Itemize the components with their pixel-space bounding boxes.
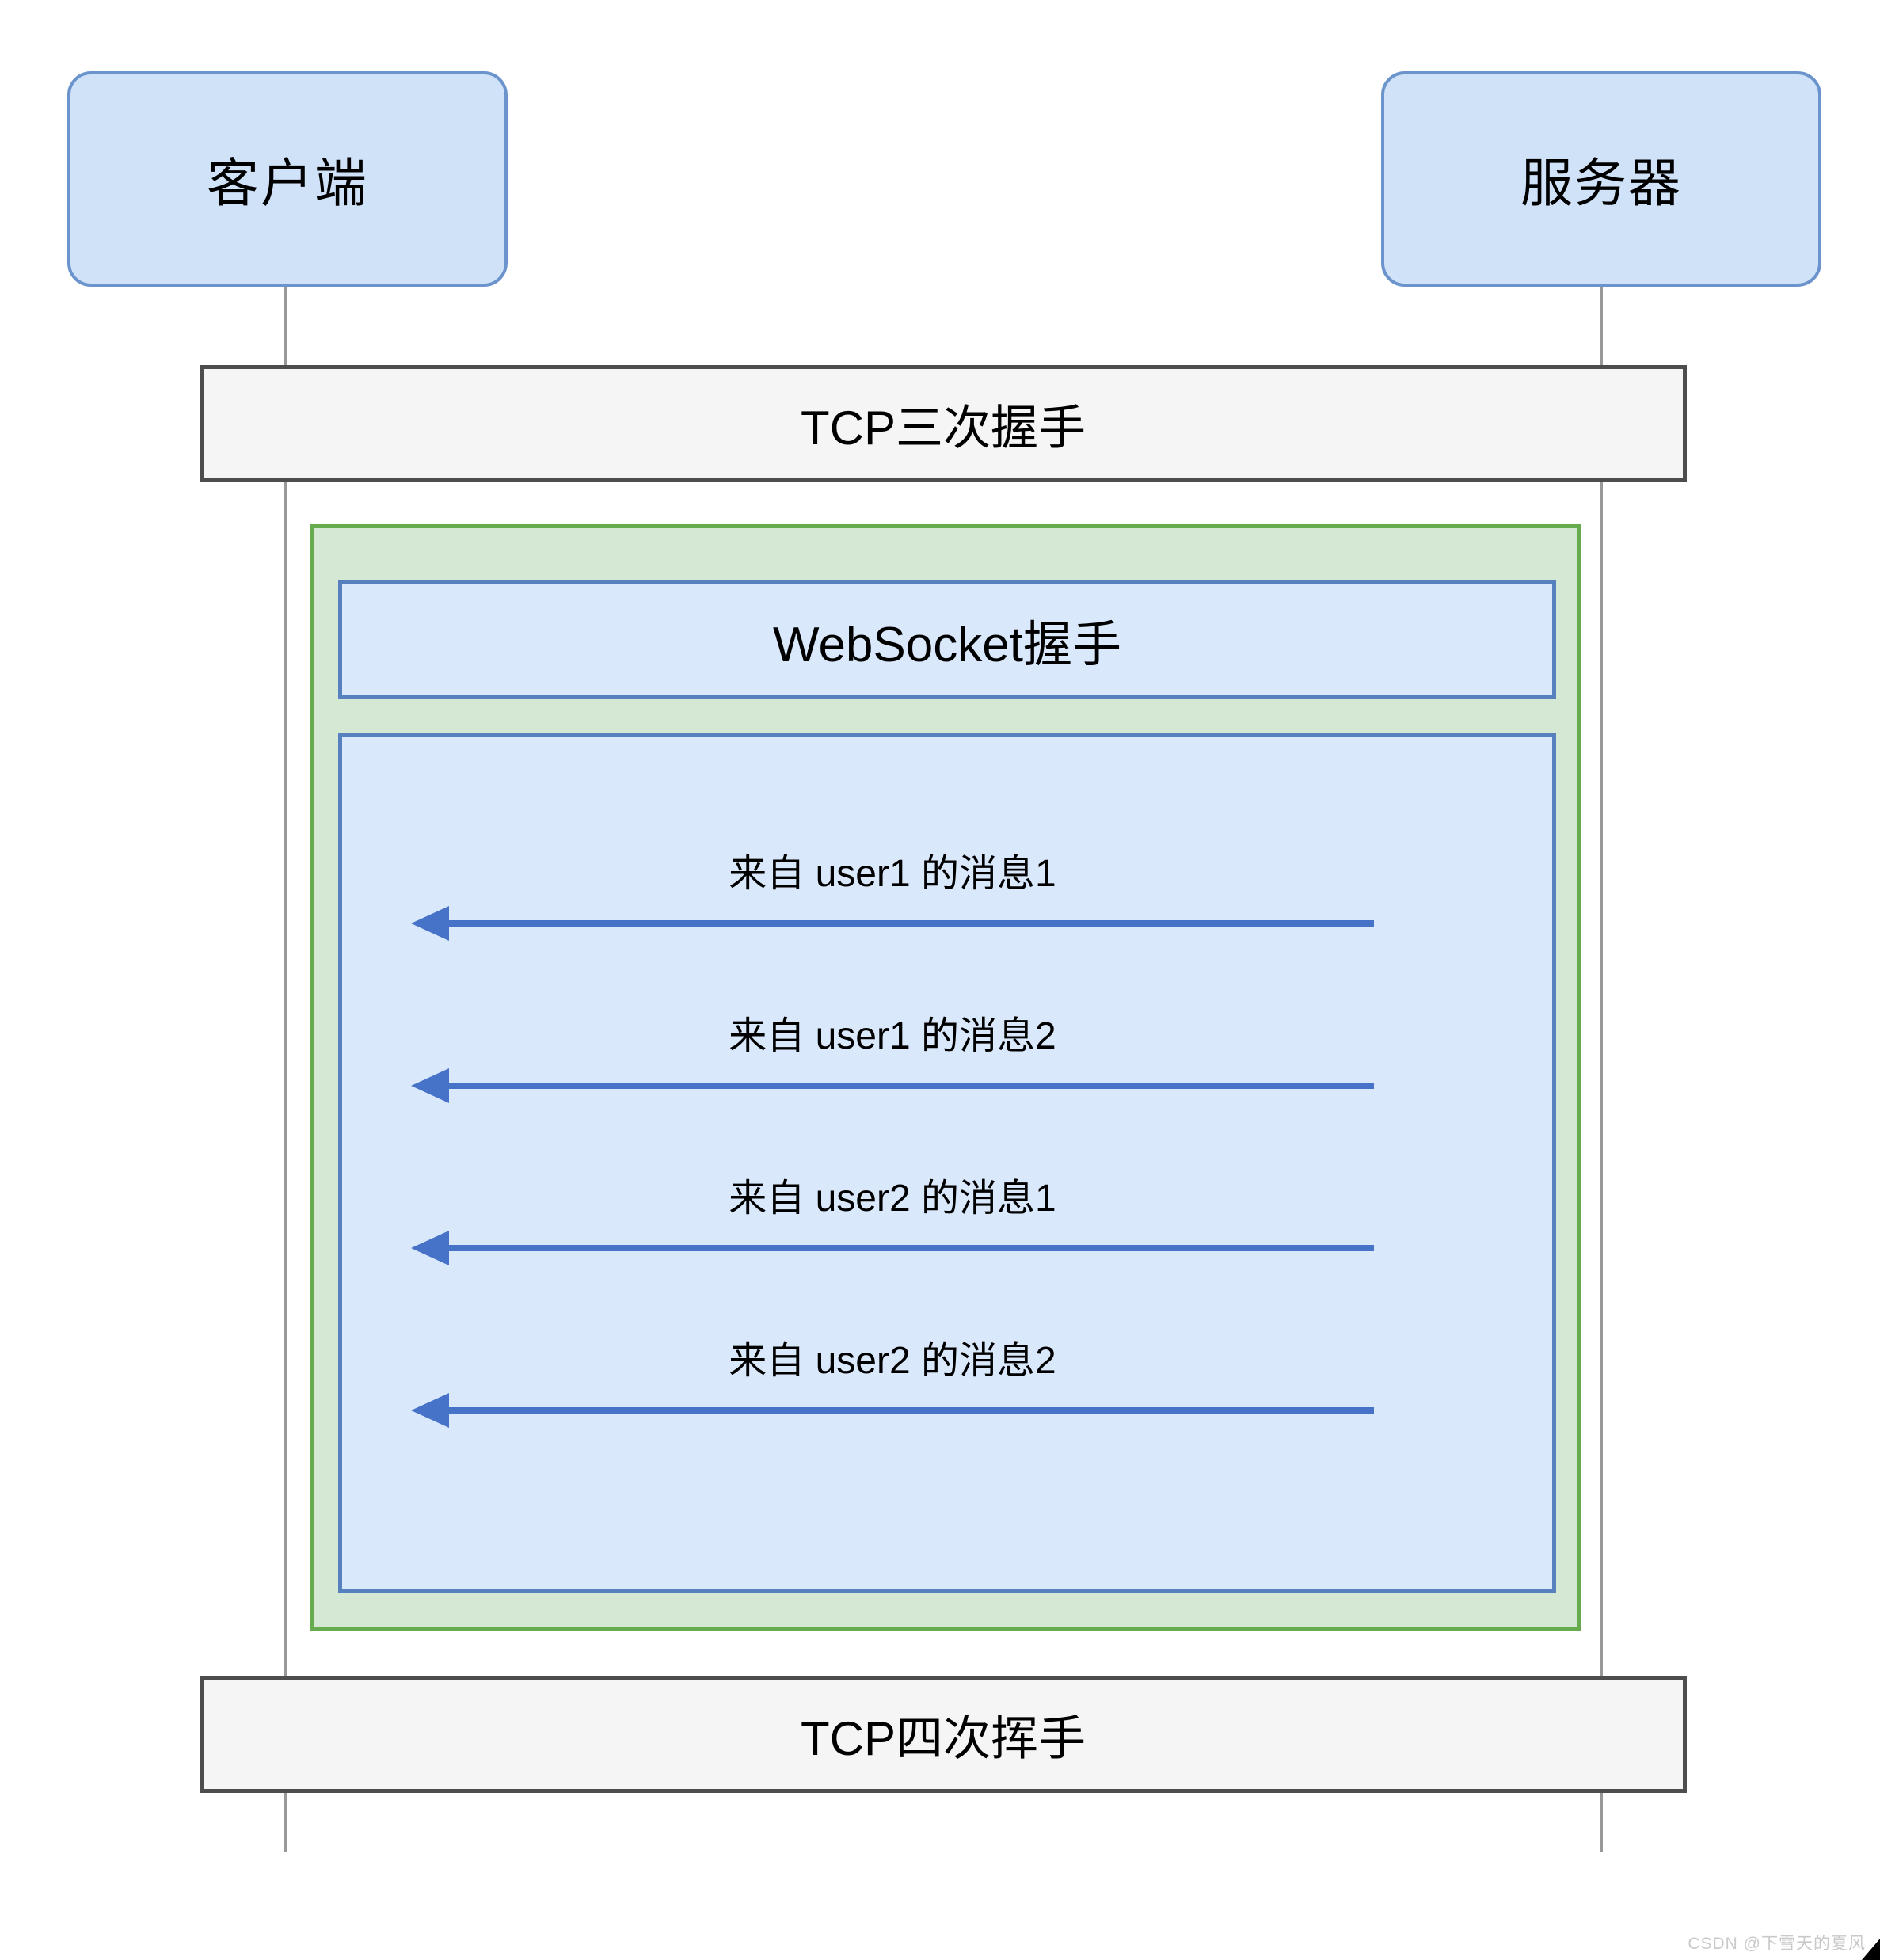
message-label: 来自 user1 的消息1 [729, 853, 1056, 895]
tcp-three-way-handshake-bar: TCP三次握手 [200, 365, 1687, 482]
message-row: 来自 user2 的消息1 [342, 737, 1552, 1589]
tcp-four-way-wave-bar: TCP四次挥手 [200, 1676, 1687, 1793]
arrow-shaft [446, 1083, 1374, 1089]
message-row: 来自 user1 的消息1 [342, 737, 1552, 1589]
message-arrow-left-icon [411, 1068, 1374, 1103]
message-arrow-left-icon [411, 1393, 1374, 1428]
websocket-handshake-panel: WebSocket握手 [338, 580, 1556, 699]
websocket-handshake-label: WebSocket握手 [773, 618, 1121, 672]
arrow-shaft [446, 920, 1374, 927]
arrowhead-icon [411, 906, 449, 941]
message-row: 来自 user2 的消息2 [342, 737, 1552, 1589]
websocket-messages-panel: 来自 user1 的消息1 来自 user1 的消息2 来自 user2 的消息… [338, 733, 1556, 1593]
arrowhead-icon [411, 1393, 449, 1428]
actor-client: 客户端 [67, 71, 508, 287]
arrow-shaft [446, 1245, 1374, 1251]
actor-server-label: 服务器 [1520, 154, 1682, 212]
tcp-four-way-wave-label: TCP四次挥手 [801, 1711, 1086, 1765]
client-lifeline [284, 287, 287, 1852]
message-row: 来自 user1 的消息2 [342, 737, 1552, 1589]
message-arrow-left-icon [411, 906, 1374, 941]
message-label: 来自 user2 的消息2 [729, 1340, 1056, 1382]
arrowhead-icon [411, 1231, 449, 1265]
server-lifeline [1600, 287, 1603, 1852]
actor-server: 服务器 [1381, 71, 1821, 287]
tcp-three-way-handshake-label: TCP三次握手 [801, 401, 1086, 455]
arrowhead-icon [411, 1068, 449, 1103]
arrow-shaft [446, 1407, 1374, 1414]
message-label: 来自 user2 的消息1 [729, 1178, 1056, 1220]
message-label: 来自 user1 的消息2 [729, 1015, 1056, 1057]
actor-client-label: 客户端 [207, 154, 368, 212]
csdn-watermark: CSDN @下雪天的夏风 [1688, 1935, 1866, 1953]
message-arrow-left-icon [411, 1231, 1374, 1265]
